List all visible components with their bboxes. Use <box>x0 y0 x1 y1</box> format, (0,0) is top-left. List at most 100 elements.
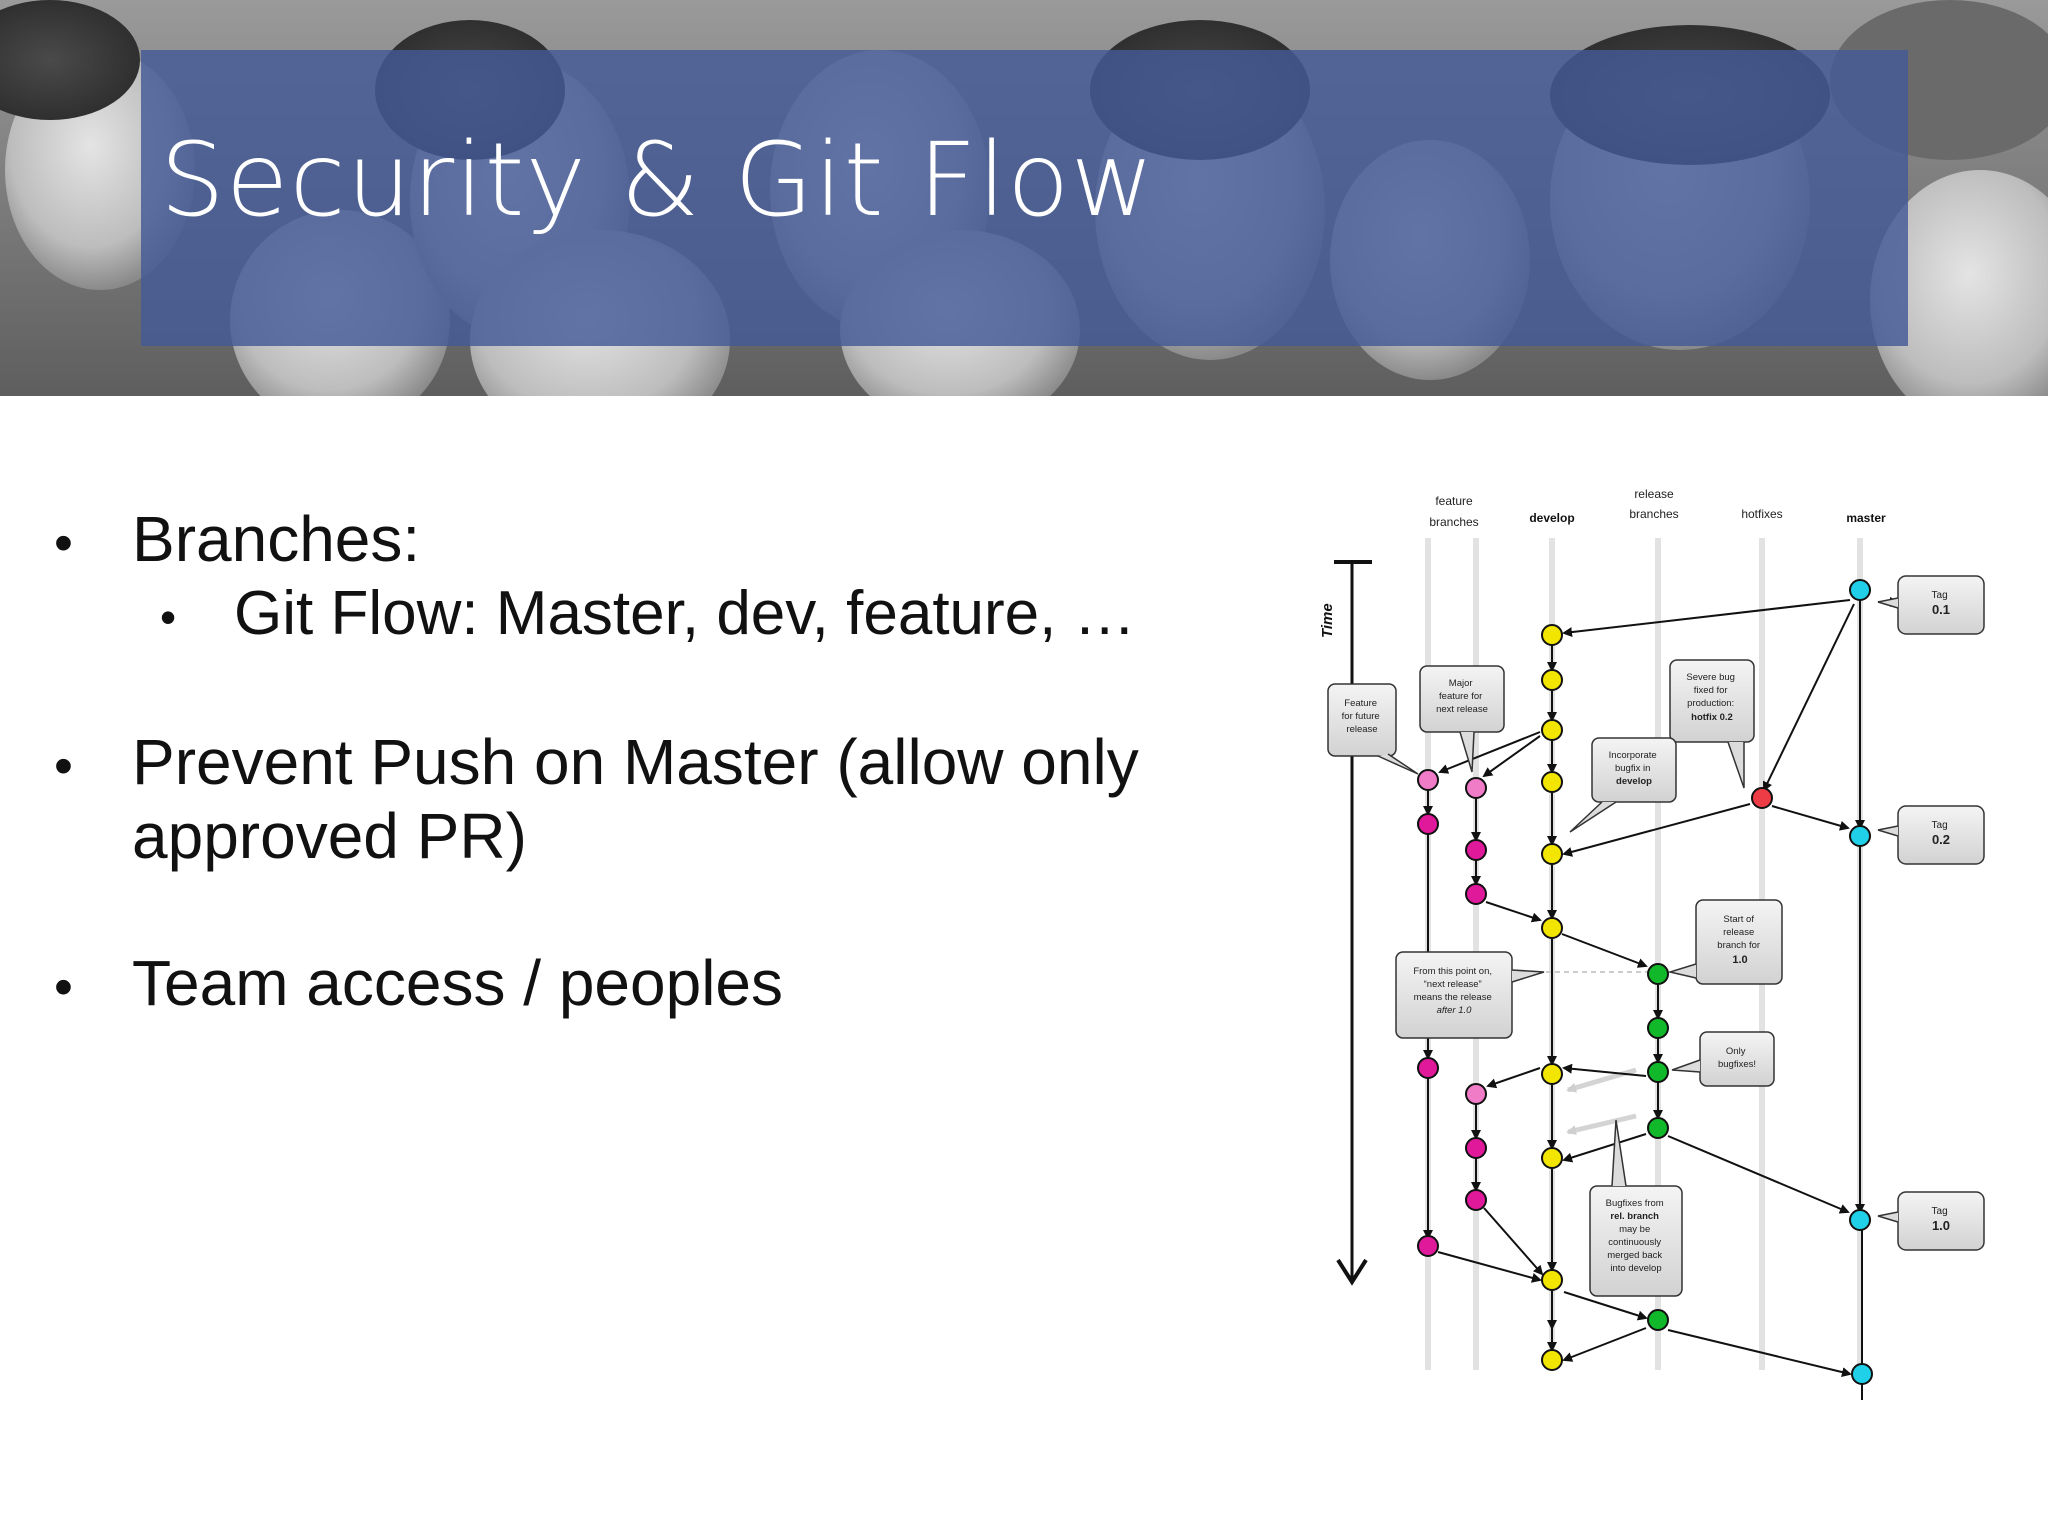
callout-line: into develop <box>1610 1263 1661 1274</box>
callout-line: Start of <box>1723 914 1754 925</box>
callout-line: From this point on, <box>1413 966 1492 977</box>
col-header-release-2: branches <box>1629 507 1678 521</box>
feature-light-commit-node <box>1417 769 1439 791</box>
callout-line: develop <box>1616 776 1652 787</box>
feature-light-commit-node <box>1465 777 1487 799</box>
callout-line: means the release <box>1414 992 1492 1003</box>
column-headers: feature branches develop release branche… <box>1429 487 1886 529</box>
develop-commit-node <box>1541 669 1563 691</box>
bullet-list: • Branches: • Git Flow: Master, dev, fea… <box>0 0 1300 1100</box>
develop-commit-node <box>1541 1349 1563 1371</box>
feature-commit-node <box>1417 1057 1439 1079</box>
time-axis: Time <box>1319 560 1372 1286</box>
hotfix-commit-node <box>1751 787 1773 809</box>
callout-line: bugfixes! <box>1718 1059 1756 1070</box>
bullet-dot: • <box>54 957 73 1017</box>
callout-line: merged back <box>1607 1250 1662 1261</box>
svg-text:Tag 0.2: Tag 0.2 <box>1932 820 1951 847</box>
svg-text:Severe bug fixed for: Severe bug fixed for production: hotfix … <box>1686 672 1737 723</box>
tag-version: 0.2 <box>1932 832 1950 847</box>
svg-text:Tag 1.0: Tag 1.0 <box>1932 1206 1951 1233</box>
callout-line: for future <box>1342 711 1380 722</box>
master-commit-node <box>1849 825 1871 847</box>
feature-commit-node <box>1465 1189 1487 1211</box>
tag-label: Tag <box>1932 820 1948 831</box>
callout-line: next release <box>1436 704 1488 715</box>
release-commit-node <box>1647 963 1669 985</box>
callout-line: fixed for <box>1694 685 1728 696</box>
title-box <box>141 50 1908 346</box>
tag-version: 0.1 <box>1932 602 1950 617</box>
svg-text:Start of release b: Start of release branch for 1.0 <box>1717 914 1762 966</box>
release-commit-node <box>1647 1117 1669 1139</box>
callout-line: bugfix in <box>1615 763 1650 774</box>
col-header-master: master <box>1846 511 1886 525</box>
col-header-feature-1: feature <box>1435 494 1473 508</box>
col-header-release-1: release <box>1634 487 1674 501</box>
callout-line: after 1.0 <box>1437 1005 1473 1016</box>
edges <box>1423 597 1900 1400</box>
svg-text:Feature for future: Feature for future release <box>1342 698 1383 735</box>
develop-commit-node <box>1541 843 1563 865</box>
callout-line: release <box>1723 927 1754 938</box>
feature-commit-node <box>1465 1137 1487 1159</box>
col-header-develop: develop <box>1529 511 1574 525</box>
slide-title: Security & Git Flow <box>160 121 1155 240</box>
feature-commit-node <box>1465 883 1487 905</box>
sub-bullet-dot: • <box>160 591 177 643</box>
time-label: Time <box>1319 603 1336 638</box>
svg-text:Bugfixes from rel. branc: Bugfixes from rel. branch may be continu… <box>1606 1198 1667 1274</box>
feature-light-commit-node <box>1465 1083 1487 1105</box>
release-commit-node <box>1647 1309 1669 1331</box>
svg-text:From this point on, “nex: From this point on, “next release” means… <box>1413 966 1494 1016</box>
callout-line: hotfix 0.2 <box>1691 712 1733 723</box>
svg-text:Major feature for: Major feature for next release <box>1436 678 1488 715</box>
callout-line: release <box>1346 724 1377 735</box>
bullet-dot: • <box>54 736 73 796</box>
bullet-text-continuation: approved PR) <box>132 800 527 872</box>
master-commit-node <box>1849 1209 1871 1231</box>
tag-version: 1.0 <box>1932 1218 1950 1233</box>
header-banner: Security & Git Flow <box>0 0 2048 396</box>
callout-line: Only <box>1726 1046 1746 1057</box>
col-header-hotfixes: hotfixes <box>1741 507 1782 521</box>
callout-line: branch for <box>1717 940 1760 951</box>
develop-commit-node <box>1541 1147 1563 1169</box>
callout-line: continuously <box>1608 1237 1661 1248</box>
tag-label: Tag <box>1932 590 1948 601</box>
svg-text:Incorporate bugfix in: Incorporate bugfix in develop <box>1609 750 1660 787</box>
svg-text:Tag 0.1: Tag 0.1 <box>1932 590 1951 617</box>
tag-label: Tag <box>1932 1206 1948 1217</box>
bullet-text: Prevent Push on Master (allow only <box>132 726 1139 798</box>
callout-line: may be <box>1619 1224 1650 1235</box>
callout-line: feature for <box>1439 691 1482 702</box>
git-flow-diagram: feature branches develop release branche… <box>1319 487 1985 1400</box>
develop-commit-node <box>1541 719 1563 741</box>
develop-commit-node <box>1541 624 1563 646</box>
feature-commit-node <box>1417 1235 1439 1257</box>
bullet-dot: • <box>54 513 73 573</box>
callout-line: rel. branch <box>1610 1211 1659 1222</box>
sub-bullet-text: Git Flow: Master, dev, feature, … <box>234 579 1136 648</box>
callout-line: Bugfixes from <box>1606 1198 1664 1209</box>
callout-line: Major <box>1449 678 1473 689</box>
svg-text:Only bugfixes!: Only bugfixes! <box>1718 1046 1756 1070</box>
callout-line: Incorporate <box>1609 750 1657 761</box>
master-commit-node <box>1851 1363 1873 1385</box>
feature-commit-node <box>1465 839 1487 861</box>
release-commit-node <box>1647 1017 1669 1039</box>
callout-line: Feature <box>1344 698 1377 709</box>
callout-line: 1.0 <box>1732 954 1747 966</box>
col-header-feature-2: branches <box>1429 515 1478 529</box>
callout-line: Severe bug <box>1686 672 1735 683</box>
light-arrows <box>1566 1067 1637 1136</box>
develop-commit-node <box>1541 917 1563 939</box>
callout-line: “next release” <box>1424 979 1482 990</box>
develop-commit-node <box>1541 771 1563 793</box>
release-commit-node <box>1647 1061 1669 1083</box>
master-commit-node <box>1849 579 1871 601</box>
develop-commit-node <box>1541 1269 1563 1291</box>
commit-nodes <box>1417 579 1873 1385</box>
callouts: Feature for future release Major feature… <box>1327 575 1985 1297</box>
develop-commit-node <box>1541 1063 1563 1085</box>
